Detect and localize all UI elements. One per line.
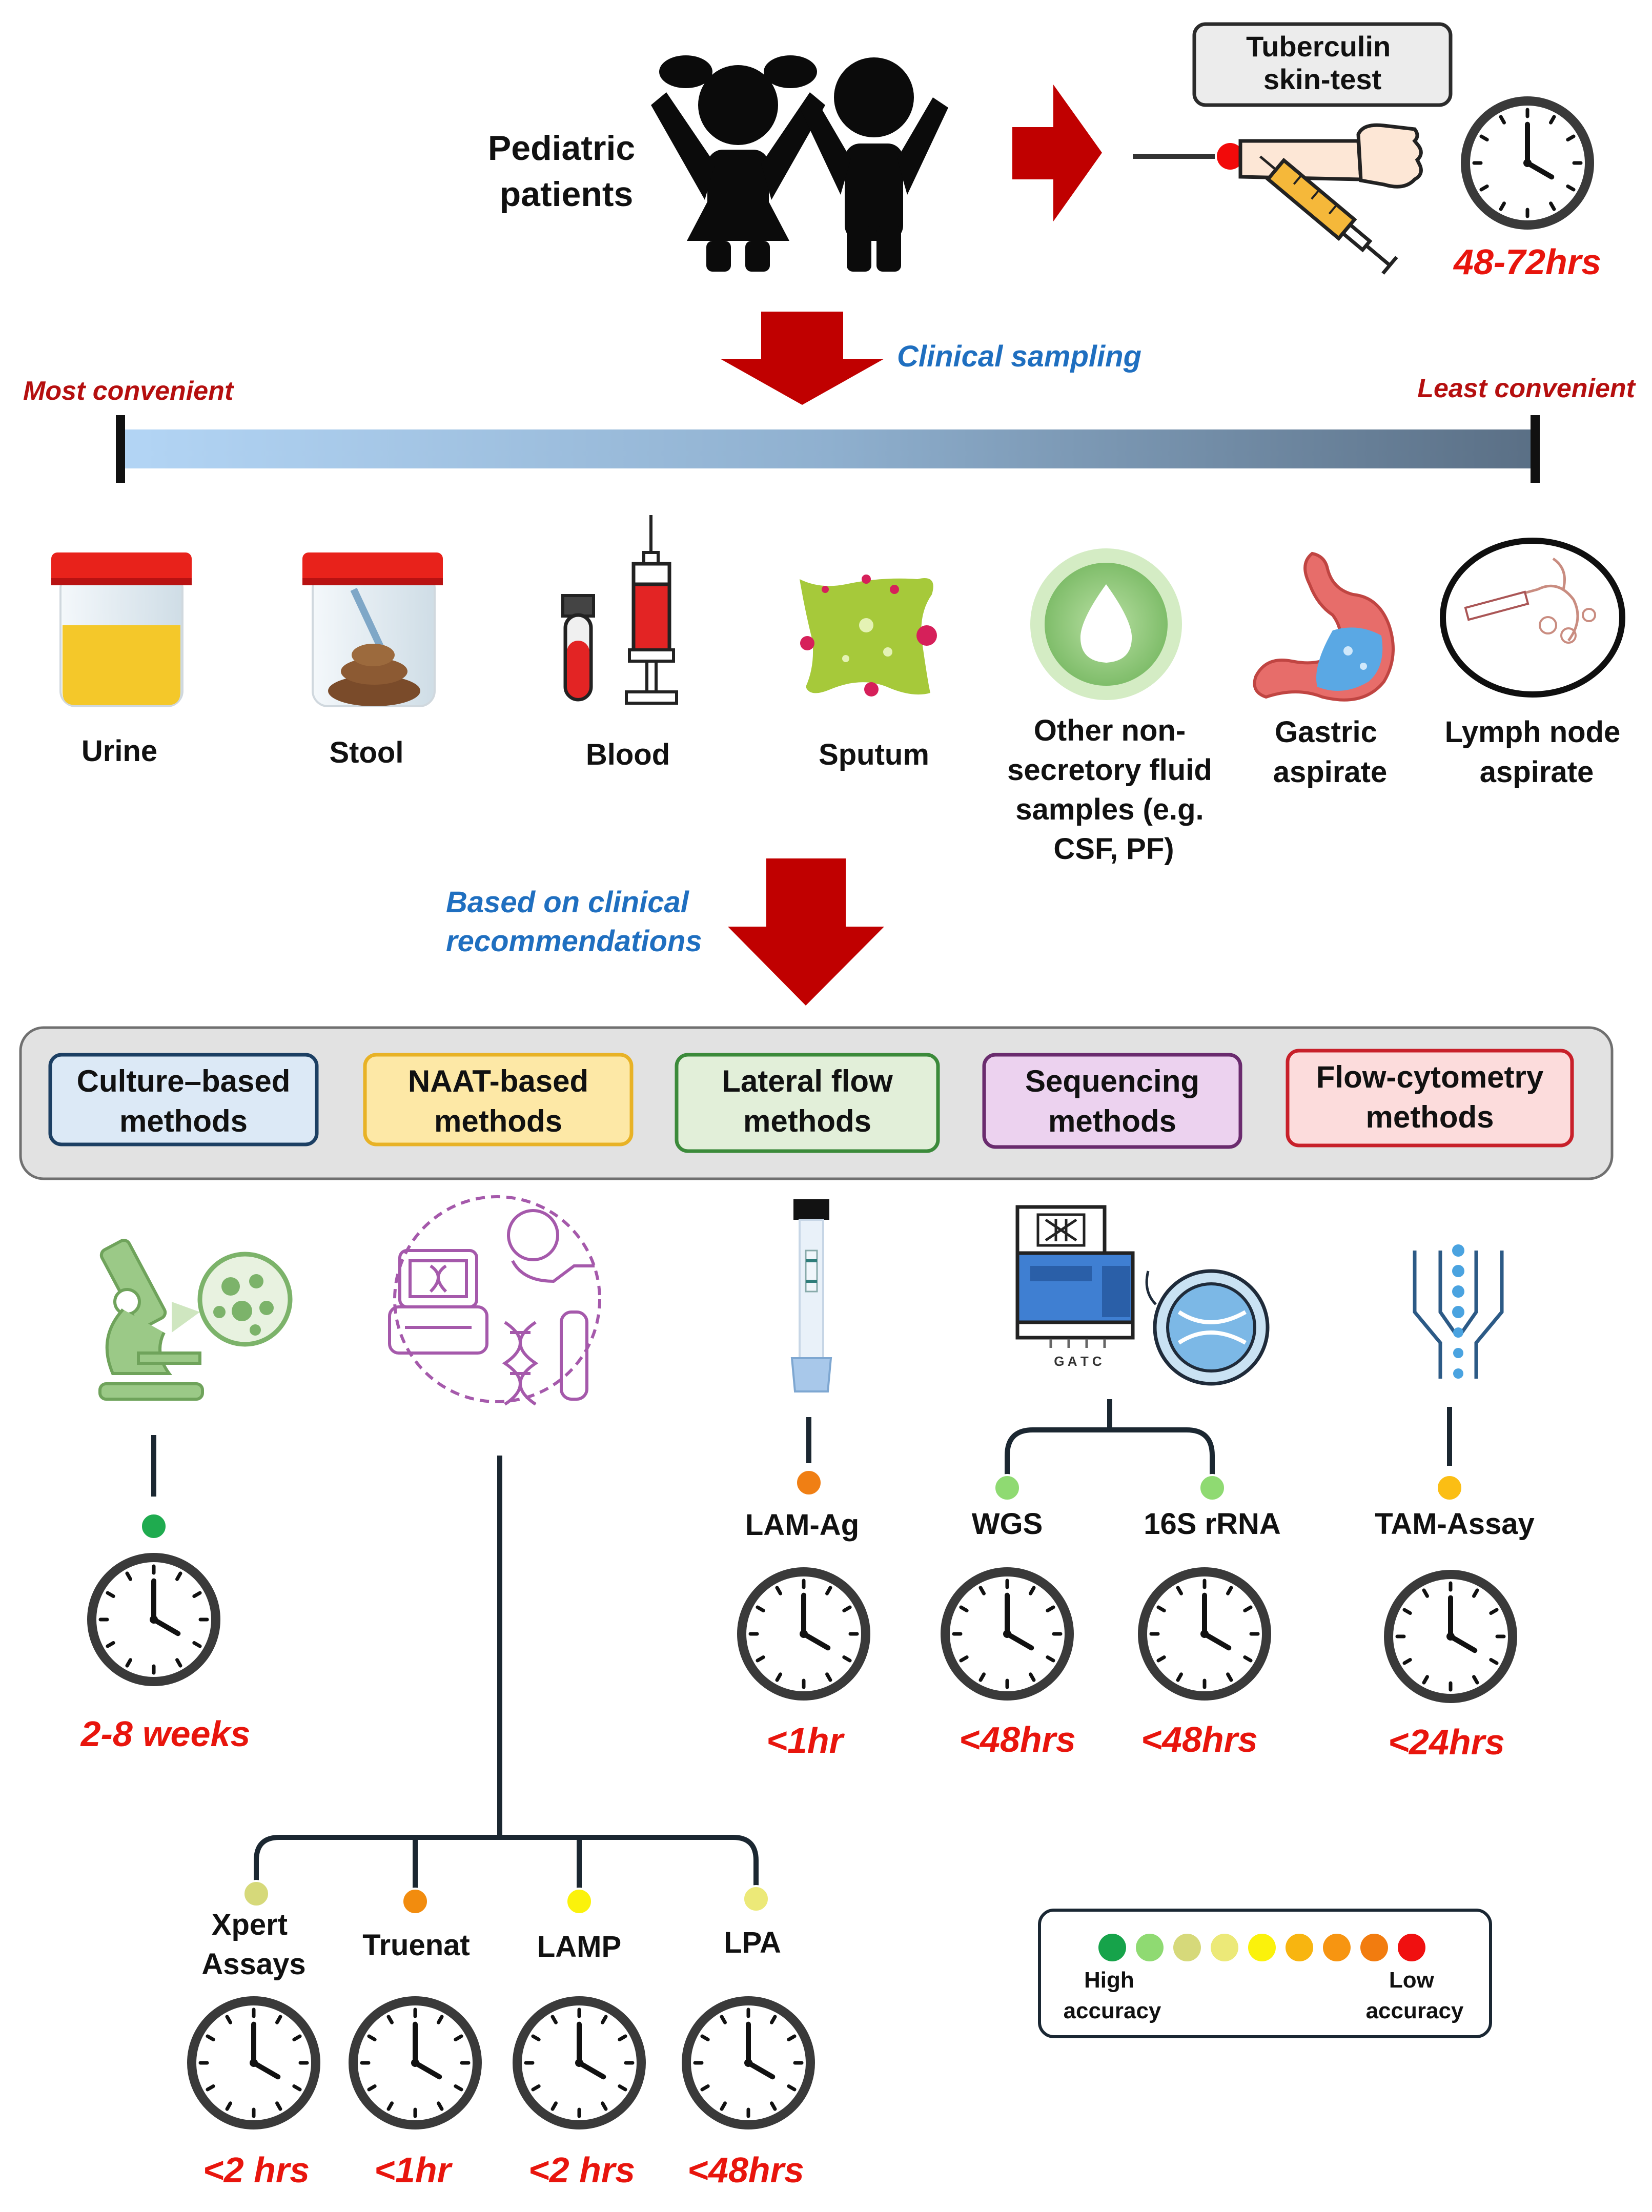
clock-icon [682, 1996, 815, 2129]
legend-accuracy-dot [1098, 1934, 1126, 1961]
microscope-icon [98, 1239, 293, 1401]
flow-cell-icon [1413, 1244, 1504, 1379]
method-name-16s: 16S rRNA [1144, 1507, 1281, 1541]
method-name-truenat: Truenat [362, 1929, 470, 1962]
clock-icon [737, 1567, 870, 1701]
accuracy-dot-xpert [242, 1880, 270, 1908]
tst-injection-icon [1133, 123, 1423, 275]
blood-syringe-icon [561, 515, 678, 705]
legend-low-label: Low accuracy [1366, 1968, 1464, 2023]
time-xpert: <2 hrs [203, 2150, 310, 2190]
clock-icon [513, 1996, 646, 2129]
category-box [363, 1053, 634, 1146]
legend-accuracy-dot [1136, 1934, 1164, 1961]
fluid-drop-icon [1030, 548, 1182, 700]
legend-accuracy-dot [1286, 1934, 1313, 1961]
category-box [1286, 1049, 1574, 1148]
stool-cup-icon [302, 552, 443, 707]
clock-icon [1461, 96, 1594, 230]
sequencer-icon: G A T C [1015, 1205, 1270, 1386]
tst-time: 48-72hrs [1453, 242, 1601, 282]
child-girl-icon [651, 55, 825, 272]
clock-icon [87, 1553, 220, 1686]
sample-label-lymph: Lymph node aspirate [1445, 715, 1629, 789]
least-convenient-label: Least convenient [1417, 374, 1636, 403]
lab-collage-icon [388, 1195, 601, 1406]
test-strip-icon [790, 1199, 832, 1392]
accuracy-dot-tam [1436, 1474, 1463, 1502]
time-lam: <1hr [766, 1721, 845, 1760]
sample-label-stool: Stool [330, 736, 404, 769]
lymph-node-icon [1440, 538, 1625, 698]
method-name-lamp: LAMP [537, 1930, 621, 1963]
legend-accuracy-dot [1398, 1934, 1425, 1961]
method-name-xpert: Xpert Assays [201, 1908, 305, 1981]
patients-label: Pediatric patients [488, 129, 645, 214]
time-truenat: <1hr [374, 2150, 453, 2190]
accuracy-dot-lamp [565, 1888, 593, 1915]
clock-icon [1384, 1570, 1517, 1703]
legend-accuracy-dot [1360, 1934, 1388, 1961]
time-lpa: <48hrs [687, 2150, 804, 2190]
sputum-icon [800, 575, 937, 697]
urine-cup-icon [51, 552, 192, 707]
method-name-lpa: LPA [724, 1926, 781, 1959]
sampling-title: Clinical sampling [897, 340, 1141, 373]
tst-label-box [1192, 22, 1453, 107]
accuracy-dot-wgs [993, 1474, 1021, 1502]
stomach-icon [1253, 551, 1395, 702]
time-culture: 2-8 weeks [80, 1714, 251, 1754]
accuracy-dot-culture [140, 1512, 168, 1540]
convenience-scale-bar [120, 429, 1535, 468]
sample-label-sputum: Sputum [819, 738, 929, 771]
method-name-tam: TAM-Assay [1375, 1507, 1535, 1541]
accuracy-dot-truenat [401, 1888, 429, 1915]
category-box [982, 1053, 1242, 1149]
category-box [675, 1053, 940, 1153]
legend-accuracy-dot [1323, 1934, 1351, 1961]
accuracy-dot-16s [1198, 1474, 1226, 1502]
connector-lines [151, 1399, 1452, 1896]
child-boy-icon [800, 57, 948, 272]
method-name-wgs: WGS [972, 1507, 1043, 1541]
accuracy-dot-lpa [742, 1885, 770, 1913]
right-arrow-icon [1012, 85, 1102, 221]
clock-icon [1138, 1567, 1271, 1701]
clock-icon [349, 1996, 482, 2129]
sample-label-urine: Urine [81, 734, 157, 768]
legend-accuracy-dot [1248, 1934, 1276, 1961]
accuracy-dot-lam [795, 1469, 823, 1497]
clock-icon [187, 1996, 320, 2129]
method-name-lam: LAM-Ag [745, 1508, 859, 1542]
time-tam: <24hrs [1388, 1722, 1505, 1762]
sample-label-gastric: Gastric aspirate [1273, 715, 1387, 789]
clock-icon [941, 1567, 1074, 1701]
legend-accuracy-dot [1173, 1934, 1201, 1961]
time-wgs: <48hrs [959, 1719, 1076, 1759]
legend-high-label: High accuracy [1064, 1968, 1161, 2023]
category-box [48, 1053, 319, 1146]
sequencer-gatc-text: G A T C [1054, 1354, 1102, 1369]
recommendation-label: Based on clinical recommendations [446, 886, 702, 958]
down-arrow-icon [728, 858, 884, 1006]
sample-label-blood: Blood [586, 738, 670, 771]
down-arrow-icon [720, 312, 884, 405]
tst-label: Tuberculin skin-test [1246, 30, 1399, 95]
legend-accuracy-dot [1211, 1934, 1238, 1961]
time-lamp: <2 hrs [528, 2150, 635, 2190]
time-16s: <48hrs [1141, 1719, 1258, 1759]
sample-label-other-fluid: Other non- secretory fluid samples (e.g.… [1007, 714, 1220, 866]
most-convenient-label: Most convenient [23, 376, 235, 406]
